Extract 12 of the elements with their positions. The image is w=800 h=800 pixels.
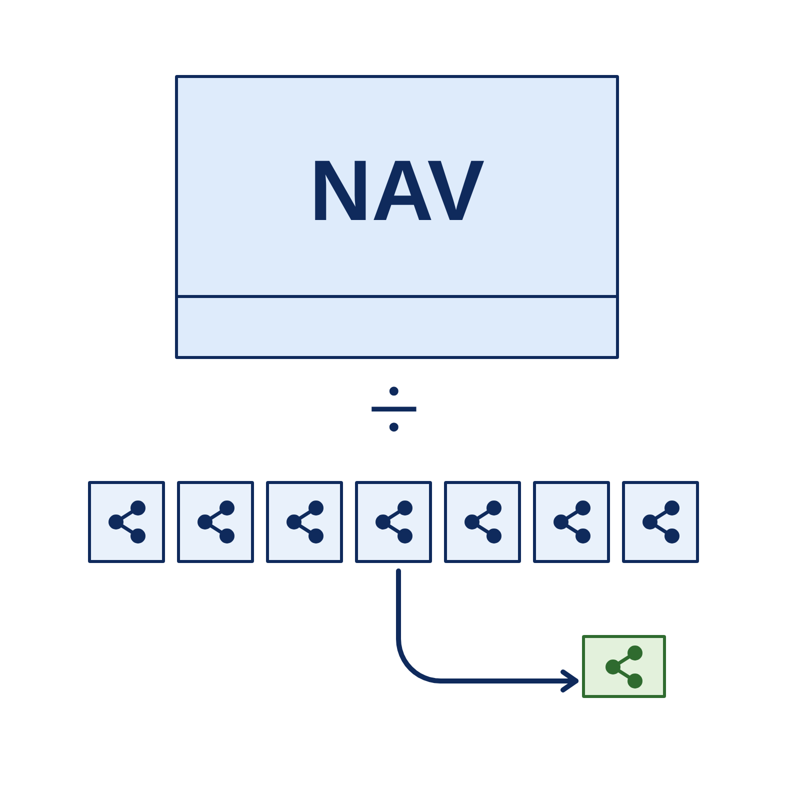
share-tile: [88, 481, 165, 563]
arrow: [396, 568, 578, 692]
panel-title: NAV: [309, 142, 485, 234]
share-tile: [266, 481, 343, 563]
share-tile: [355, 481, 432, 563]
share-tile: [533, 481, 610, 563]
divide-sign: ÷: [366, 361, 422, 458]
share-tile: [622, 481, 699, 563]
share-tile: [177, 481, 254, 563]
share-tile: [444, 481, 521, 563]
highlighted-tile: [582, 635, 666, 698]
nav-panel: [175, 75, 619, 359]
